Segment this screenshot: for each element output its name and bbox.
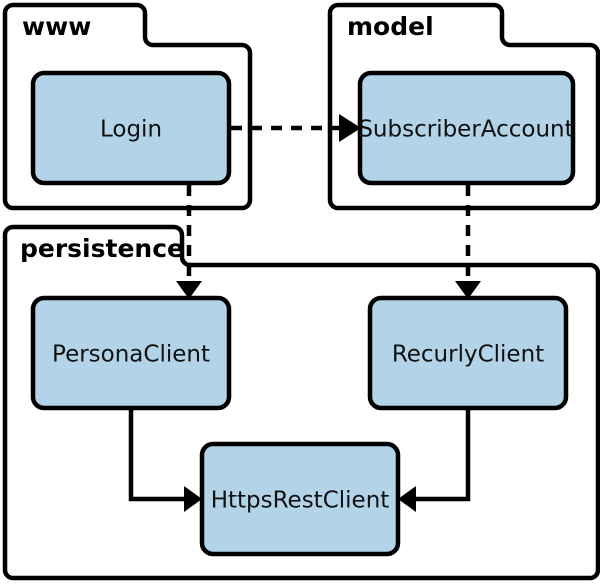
edge-subscriber-account-to-recurly-client	[455, 185, 481, 299]
edge-persona-client-to-https-rest-client-arrowhead	[184, 486, 202, 512]
class-persona-client-box	[30, 295, 232, 411]
package-persistence-label: persistence	[20, 234, 184, 263]
package-model-label: model	[347, 12, 434, 41]
edge-subscriber-account-to-recurly-client-arrowhead	[455, 281, 481, 299]
package-www-label: www	[22, 12, 91, 41]
edge-login-to-subscriber-account	[231, 114, 361, 142]
class-recurly-client-label: RecurlyClient	[392, 342, 544, 368]
class-subscriber-account-label: SubscriberAccount	[358, 117, 573, 143]
edge-recurly-client-to-https-rest-client-line	[414, 410, 471, 502]
class-subscriber-account[interactable]: SubscriberAccount	[357, 70, 576, 186]
class-login-box	[30, 70, 232, 186]
class-persona-client[interactable]: PersonaClient	[30, 295, 232, 411]
edge-recurly-client-to-https-rest-client	[398, 410, 471, 512]
class-subscriber-account-box	[357, 70, 576, 186]
edge-persona-client-to-https-rest-client	[128, 410, 202, 512]
edge-persona-client-to-https-rest-client-line	[128, 410, 186, 502]
class-https-rest-client-box	[199, 441, 401, 557]
class-recurly-client-box	[367, 295, 569, 411]
class-https-rest-client[interactable]: HttpsRestClient	[199, 441, 401, 557]
class-login[interactable]: Login	[30, 70, 232, 186]
edge-login-to-persona-client	[176, 185, 202, 299]
class-recurly-client[interactable]: RecurlyClient	[367, 295, 569, 411]
edge-login-to-subscriber-account-arrowhead	[339, 114, 361, 142]
edge-login-to-persona-client-arrowhead	[176, 281, 202, 299]
class-login-label: Login	[100, 117, 162, 143]
edge-recurly-client-to-https-rest-client-arrowhead	[398, 486, 416, 512]
class-persona-client-label: PersonaClient	[52, 342, 210, 368]
class-https-rest-client-label: HttpsRestClient	[211, 488, 390, 514]
